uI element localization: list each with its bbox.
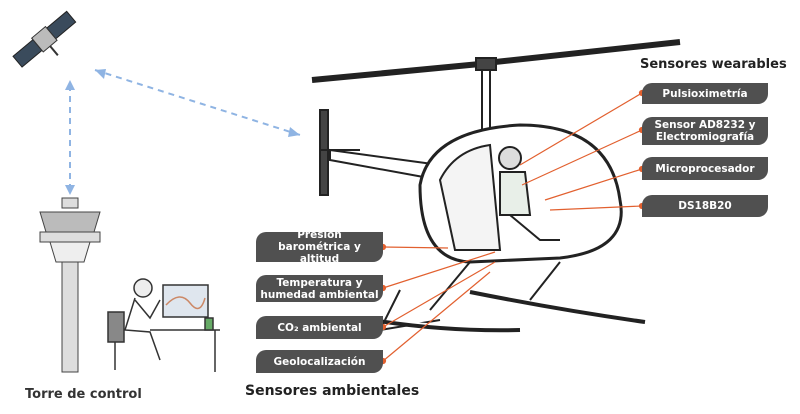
- sensor-box-presion: Presión barométrica y altitud: [256, 229, 383, 265]
- communication-links: [69, 69, 301, 190]
- sensor-box-co2: CO₂ ambiental: [256, 316, 383, 339]
- sensor-box-geolocalizacion: Geolocalización: [256, 350, 383, 373]
- sensor-box-ds18b20: DS18B20: [642, 195, 768, 217]
- sensor-box-ad8232: Sensor AD8232 y Electromiografía: [642, 117, 768, 145]
- sensor-box-microprocesador: Microprocesador: [642, 157, 768, 180]
- wearables-title: Sensores wearables: [640, 57, 787, 72]
- satellite-icon: [12, 10, 77, 68]
- sensor-box-pulsioximetria: Pulsioximetría: [642, 83, 768, 104]
- sensor-box-temperatura: Temperatura y humedad ambiental: [256, 275, 383, 302]
- operator-at-desk-icon: [107, 278, 220, 372]
- ambientales-title: Sensores ambientales: [245, 383, 420, 399]
- control-tower-icon: [39, 197, 101, 373]
- helicopter-illustration: [311, 39, 681, 333]
- control-tower-label: Torre de control: [25, 387, 142, 402]
